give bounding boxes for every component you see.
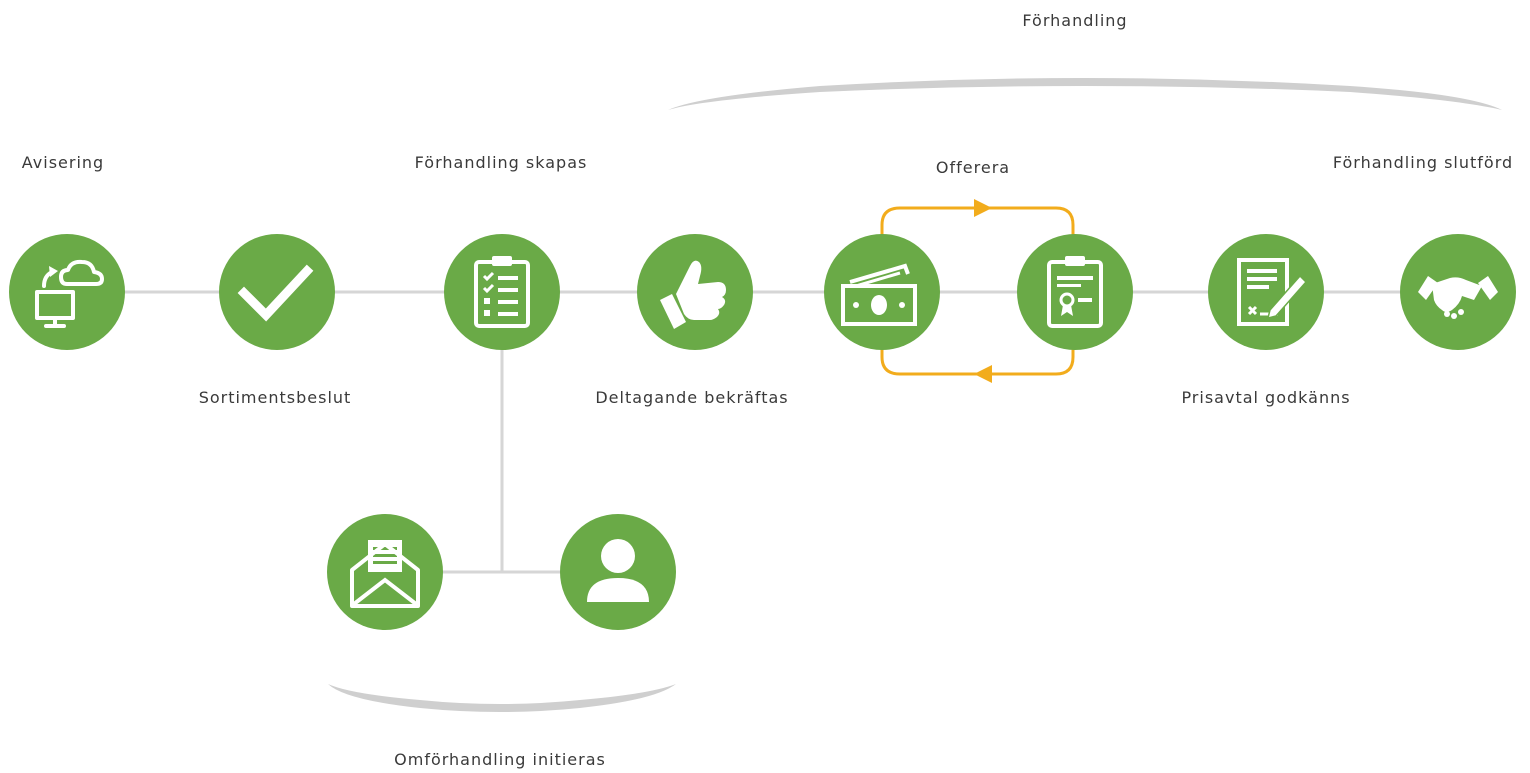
step-label-forhandling-skapas: Förhandling skapas xyxy=(414,153,588,172)
step-node-forhandling-slutford xyxy=(1400,234,1516,350)
offer-loop-bottom xyxy=(880,345,1075,376)
renegotiation-label: Omförhandling initieras xyxy=(394,750,606,769)
step-label-sortimentsbeslut: Sortimentsbeslut xyxy=(198,388,352,407)
person-icon xyxy=(587,539,649,602)
loop-arrow-left xyxy=(974,365,992,383)
step-node-sortimentsbeslut xyxy=(219,234,335,350)
phase-label: Förhandling xyxy=(1022,11,1128,30)
step-node-offer-document xyxy=(1017,234,1133,350)
contract-sign-icon xyxy=(1237,258,1308,326)
step-node-offerera xyxy=(824,234,940,350)
step-label-prisavtal-godkanns: Prisavtal godkänns xyxy=(1181,388,1351,407)
loop-arrow-right xyxy=(974,199,992,217)
checkmark-icon xyxy=(237,264,314,322)
monitor-cloud-sync-icon xyxy=(35,259,104,328)
step-label-avisering: Avisering xyxy=(21,153,105,172)
handshake-icon xyxy=(1418,276,1498,319)
phase-bracket xyxy=(668,78,1502,110)
branch-node-person xyxy=(560,514,676,630)
thumbs-up-icon xyxy=(660,260,726,329)
step-node-avisering xyxy=(9,234,125,350)
envelope-letter-icon xyxy=(350,540,420,608)
renegotiation-bracket xyxy=(328,684,676,712)
step-node-prisavtal-godkanns xyxy=(1208,234,1324,350)
clipboard-checklist-icon xyxy=(474,256,530,328)
step-label-forhandling-slutford: Förhandling slutförd xyxy=(1332,153,1514,172)
step-node-forhandling-skapas xyxy=(444,234,560,350)
money-bills-icon xyxy=(841,263,917,326)
clipboard-certificate-icon xyxy=(1047,256,1103,328)
step-label-deltagande-bekraftas: Deltagande bekräftas xyxy=(595,388,789,407)
branch-node-envelope xyxy=(327,514,443,630)
step-node-deltagande-bekraftas xyxy=(637,234,753,350)
step-label-offerera: Offerera xyxy=(935,158,1011,177)
